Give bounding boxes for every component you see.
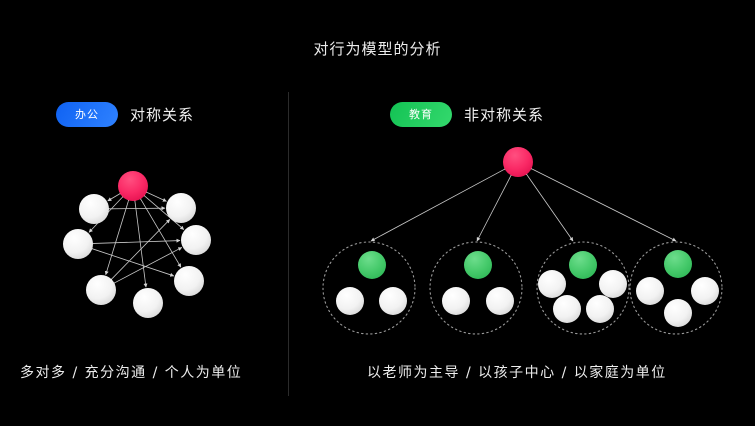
right-panel-header: 教育 非对称关系	[390, 102, 544, 127]
person-node	[166, 193, 196, 223]
mesh-edge	[104, 197, 132, 276]
teacher-node	[358, 251, 386, 279]
person-node	[133, 288, 163, 318]
person-node	[79, 194, 109, 224]
left-panel-header: 办公 对称关系	[56, 102, 194, 127]
family-member-node	[636, 277, 664, 305]
mesh-edge	[108, 219, 171, 283]
left-panel-heading: 对称关系	[130, 106, 195, 124]
mesh-edge	[90, 238, 181, 246]
mesh-edge	[143, 189, 167, 202]
group-ring	[629, 241, 723, 335]
group-ring	[429, 241, 523, 335]
mesh-edge	[111, 247, 183, 286]
root-node	[503, 147, 533, 177]
person-node	[174, 266, 204, 296]
page-title: 对行为模型的分析	[313, 40, 442, 58]
left-panel-caption: 多对多 / 充分沟通 / 个人为单位	[20, 365, 243, 381]
root-node	[118, 171, 148, 201]
mesh-edge	[132, 198, 148, 288]
right-category-pill: 教育	[390, 102, 452, 127]
mesh-edge	[137, 195, 182, 268]
family-member-node	[586, 295, 614, 323]
group-ring	[536, 241, 630, 335]
person-node	[63, 229, 93, 259]
mesh-edge	[141, 192, 185, 230]
left-diagram-edges	[88, 189, 185, 288]
teacher-node	[569, 251, 597, 279]
mesh-edge	[106, 206, 166, 211]
right-diagram-edges	[370, 165, 677, 242]
family-member-node	[442, 287, 470, 315]
family-member-node	[336, 287, 364, 315]
mesh-edge	[107, 190, 124, 202]
person-node	[181, 225, 211, 255]
hierarchy-edge	[370, 166, 509, 242]
family-member-node	[599, 270, 627, 298]
group-ring	[322, 241, 416, 335]
right-panel-caption: 以老师为主导 / 以孩子中心 / 以家庭为单位	[367, 365, 667, 381]
hierarchy-edge	[528, 165, 677, 242]
hierarchy-edge	[523, 171, 574, 242]
person-node	[86, 275, 116, 305]
family-member-node	[538, 270, 566, 298]
right-panel-heading: 非对称关系	[464, 106, 545, 124]
right-diagram-groups	[322, 147, 723, 335]
mesh-edge	[88, 193, 126, 233]
left-category-pill: 办公	[56, 102, 118, 127]
family-member-node	[379, 287, 407, 315]
family-member-node	[664, 299, 692, 327]
family-member-node	[486, 287, 514, 315]
family-member-node	[553, 295, 581, 323]
panel-divider	[288, 92, 289, 396]
hierarchy-edge	[476, 172, 515, 242]
teacher-node	[664, 250, 692, 278]
left-diagram-nodes	[63, 171, 211, 318]
teacher-node	[464, 251, 492, 279]
mesh-edge	[89, 246, 175, 277]
family-member-node	[691, 277, 719, 305]
